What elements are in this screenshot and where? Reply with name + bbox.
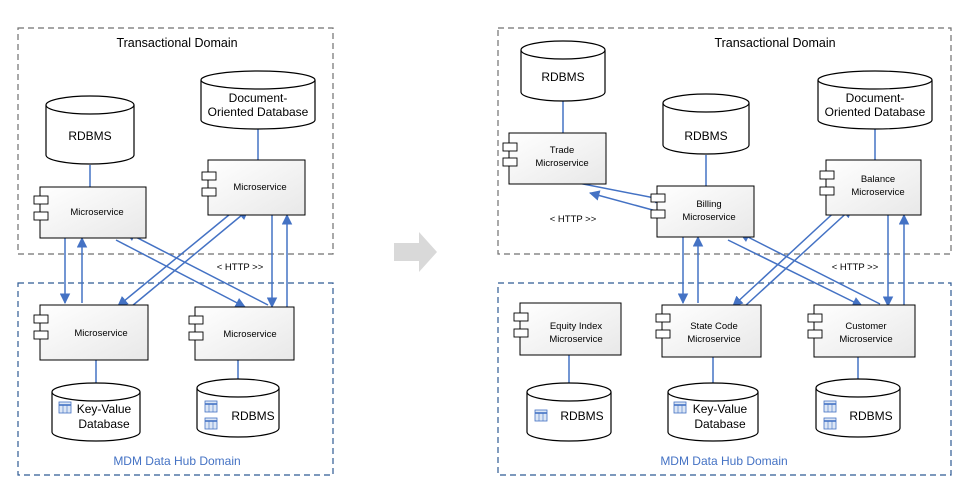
svg-text:Microservice: Microservice: [223, 329, 276, 340]
svg-text:Microservice: Microservice: [682, 212, 735, 223]
right-transactional-title: Transactional Domain: [714, 36, 835, 50]
right-rdbms-billing-db: RDBMS: [662, 93, 750, 155]
svg-text:RDBMS: RDBMS: [684, 129, 727, 143]
right-http-label-1: < HTTP >>: [550, 214, 597, 225]
left-microservice-tx1: Microservice: [33, 186, 147, 239]
svg-text:Balance: Balance: [861, 174, 895, 185]
table-icon: [673, 401, 687, 414]
svg-text:Document-: Document-: [229, 91, 288, 105]
svg-text:Microservice: Microservice: [535, 158, 588, 169]
left-document-db: Document- Oriented Database: [200, 70, 316, 130]
table-icon: [823, 400, 837, 413]
svg-text:Microservice: Microservice: [74, 328, 127, 339]
left-microservice-hub1: Microservice: [33, 304, 149, 361]
left-arrows: [59, 209, 293, 309]
svg-text:Key-Value: Key-Value: [693, 402, 748, 416]
svg-text:Microservice: Microservice: [549, 334, 602, 345]
right-trade-microservice: Trade Microservice: [502, 132, 607, 185]
right-billing-microservice: Billing Microservice: [650, 185, 755, 238]
right-customer-microservice: Customer Microservice: [807, 304, 916, 358]
left-rdbms-db: RDBMS: [45, 95, 135, 165]
svg-text:Document-: Document-: [846, 91, 905, 105]
right-transactional-domain: [497, 27, 952, 255]
right-state-code-microservice: State Code Microservice: [655, 304, 762, 358]
svg-text:Oriented Database: Oriented Database: [825, 105, 926, 119]
svg-text:Database: Database: [694, 417, 746, 431]
svg-text:Microservice: Microservice: [70, 207, 123, 218]
table-icon: [58, 401, 72, 414]
svg-text:RDBMS: RDBMS: [849, 409, 892, 423]
svg-text:RDBMS: RDBMS: [541, 70, 584, 84]
left-hub-domain: [17, 282, 334, 476]
table-icon: [534, 409, 548, 422]
right-hub-domain: [497, 282, 952, 476]
svg-text:Customer: Customer: [845, 321, 886, 332]
svg-text:Microservice: Microservice: [851, 187, 904, 198]
right-rdbms-trade-db: RDBMS: [520, 40, 606, 102]
right-balance-microservice: Balance Microservice: [819, 159, 922, 216]
svg-text:Trade: Trade: [550, 145, 574, 156]
svg-text:Key-Value: Key-Value: [77, 402, 132, 416]
left-diagram: Transactional Domain MDM Data Hub Domain…: [17, 27, 334, 476]
svg-text:Microservice: Microservice: [687, 334, 740, 345]
table-icon: [204, 417, 218, 430]
right-equity-rdbms-db: RDBMS: [526, 382, 612, 442]
left-hub-rdbms-db: RDBMS: [196, 378, 280, 438]
svg-text:RDBMS: RDBMS: [231, 409, 274, 423]
right-hub-title: MDM Data Hub Domain: [660, 454, 787, 468]
right-document-db: Document- Oriented Database: [817, 70, 933, 130]
table-icon: [823, 417, 837, 430]
left-microservice-tx2: Microservice: [201, 159, 306, 216]
right-diagram: Transactional Domain MDM Data Hub Domain: [497, 27, 952, 476]
svg-text:RDBMS: RDBMS: [68, 129, 111, 143]
right-keyvalue-db: Key-Value Database: [667, 382, 759, 442]
left-hub-title: MDM Data Hub Domain: [113, 454, 240, 468]
svg-text:Oriented Database: Oriented Database: [208, 105, 309, 119]
left-microservice-hub2: Microservice: [188, 306, 295, 361]
left-transactional-title: Transactional Domain: [116, 36, 237, 50]
svg-text:Microservice: Microservice: [233, 182, 286, 193]
right-customer-rdbms-db: RDBMS: [815, 378, 901, 438]
svg-text:State Code: State Code: [690, 321, 738, 332]
right-http-label-2: < HTTP >>: [832, 262, 879, 273]
transition-arrow: [394, 232, 437, 272]
right-equity-index-microservice: Equity Index Microservice: [513, 302, 622, 356]
svg-text:RDBMS: RDBMS: [560, 409, 603, 423]
svg-text:Equity Index: Equity Index: [550, 321, 603, 332]
table-icon: [204, 400, 218, 413]
right-arrows: [577, 182, 910, 308]
left-http-label: < HTTP >>: [217, 262, 264, 273]
svg-text:Database: Database: [78, 417, 130, 431]
svg-text:Microservice: Microservice: [839, 334, 892, 345]
svg-text:Billing: Billing: [696, 199, 721, 210]
left-keyvalue-db: Key-Value Database: [51, 382, 141, 442]
